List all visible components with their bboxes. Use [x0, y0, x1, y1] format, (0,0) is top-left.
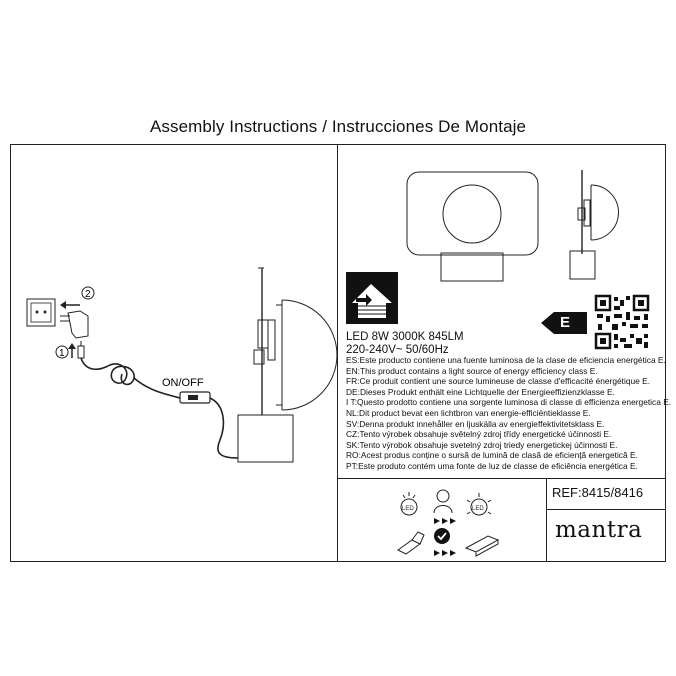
energy-class-label: E [560, 314, 571, 331]
ref-divider [546, 478, 547, 562]
inline-switch [179, 391, 211, 404]
instruction-frame [10, 144, 666, 562]
check-icon [434, 528, 450, 544]
dc-plug-icon [77, 341, 85, 359]
step-1-number: 1 [59, 348, 65, 359]
connector-icon [397, 531, 425, 555]
energy-statement: DE:Dieses Produkt enthält eine Lichtquel… [346, 386, 615, 397]
svg-text:LED: LED [402, 506, 414, 512]
energy-statement: I T:Questo prodotto contiene una sorgent… [346, 397, 672, 408]
qr-code-icon [594, 294, 650, 350]
led-replace-icon: LED [400, 492, 418, 516]
step-2-number: 2 [85, 289, 91, 300]
reference-number: REF:8415/8416 [552, 485, 644, 500]
specs-block: LED 8W 3000K 845LM 220-240V~ 50/60Hz [346, 331, 464, 356]
svg-text:LED: LED [472, 506, 484, 512]
energy-statement: SV:Denna produkt innehåller en ljuskälla… [346, 418, 605, 429]
energy-statement: EN:This product contains a light source … [346, 365, 598, 376]
switch-label: ON/OFF [162, 377, 204, 389]
lamp-front-view [406, 171, 539, 282]
arrow-up-icon [68, 343, 76, 358]
page-title: Assembly Instructions / Instrucciones De… [149, 117, 527, 136]
lamp-illustration [237, 267, 338, 463]
brand-logo: mantra [555, 517, 643, 543]
driver-icon [464, 535, 500, 557]
energy-statements: ES:Este producto contiene una fuente lum… [346, 355, 672, 472]
energy-statement: PT:Este produto contém uma fonte de luz … [346, 460, 638, 471]
cable [80, 357, 239, 459]
led-icon: LED [466, 493, 492, 516]
play-arrows-icon [434, 518, 456, 524]
indoor-use-icon [346, 272, 398, 324]
panel-divider-horizontal [338, 478, 666, 479]
arrow-left-icon [60, 301, 80, 309]
panel-divider [337, 144, 338, 562]
energy-statement: FR:Ce produit contient une source lumine… [346, 376, 651, 387]
lamp-side-view [569, 170, 619, 280]
energy-class-arrow [541, 312, 587, 334]
wall-socket-icon [26, 298, 56, 327]
plug-adapter-icon [60, 310, 89, 339]
energy-statement: NL:Dit product bevat een lichtbron van e… [346, 407, 591, 418]
energy-statement: RO:Acest produs conține o sursă de lumin… [346, 450, 638, 461]
energy-statement: CZ:Tento výrobek obsahuje světelný zdroj… [346, 429, 612, 440]
energy-statement: SK:Tento výrobok obsahuje svetelný zdroj… [346, 439, 618, 450]
technician-icon [433, 489, 453, 514]
ref-brand-divider [546, 509, 666, 510]
play-arrows-icon-2 [434, 550, 456, 556]
energy-statement: ES:Este producto contiene una fuente lum… [346, 355, 666, 365]
spec-voltage: 220-240V~ 50/60Hz [346, 343, 449, 356]
spec-power: LED 8W 3000K 845LM [346, 331, 464, 343]
